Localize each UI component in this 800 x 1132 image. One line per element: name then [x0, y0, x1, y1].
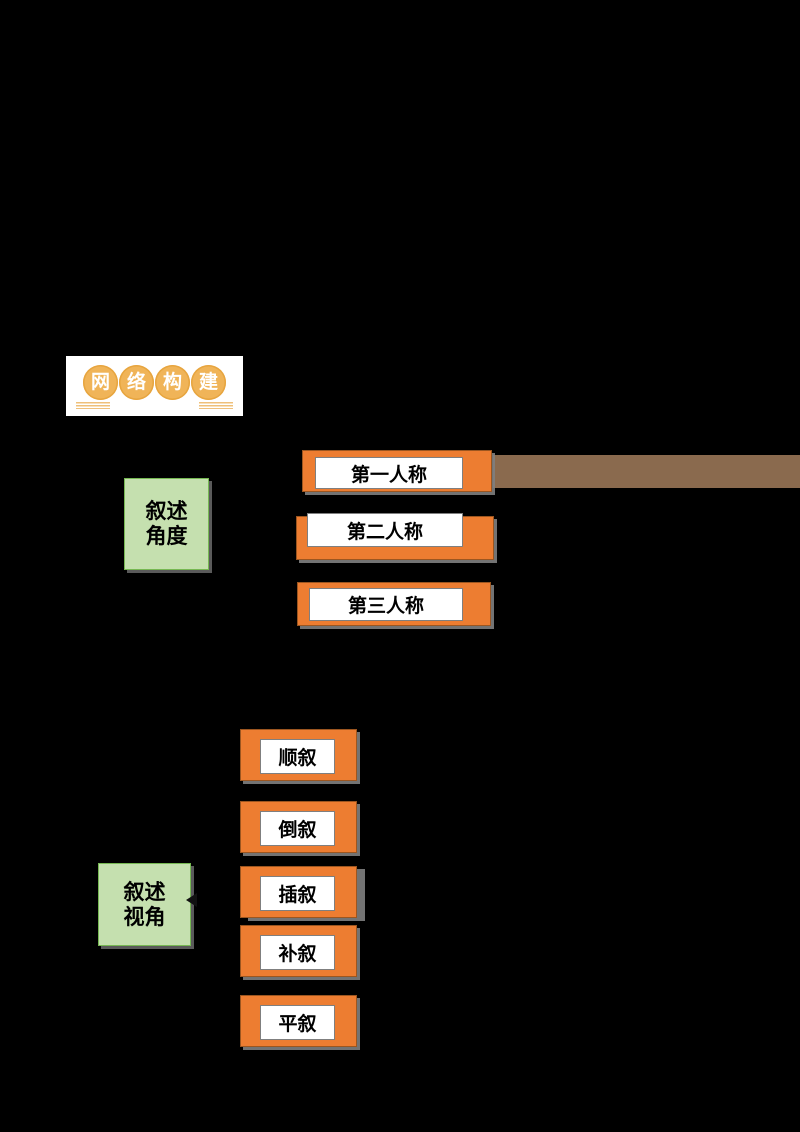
- node-label-line2: 角度: [145, 524, 188, 548]
- brown-accent-bar: [493, 455, 800, 488]
- node-shunxu[interactable]: 顺叙: [240, 729, 357, 781]
- node-label-line2: 视角: [123, 904, 166, 929]
- logo-panel: 网 络 构 建: [66, 356, 243, 416]
- node-first-person[interactable]: 第一人称: [302, 450, 492, 492]
- node-second-person-label: 第二人称: [307, 513, 463, 547]
- node-third-person[interactable]: 第三人称: [297, 582, 491, 626]
- node-buxu-label: 补叙: [260, 935, 335, 970]
- logo-rule-left: [76, 401, 110, 409]
- node-first-person-label: 第一人称: [315, 457, 463, 489]
- node-chaxu[interactable]: 插叙: [240, 866, 357, 918]
- logo-char-1: 网: [83, 364, 118, 400]
- logo-rule-decoration: [76, 401, 233, 409]
- node-daoxu-label: 倒叙: [260, 811, 335, 846]
- connector-arrow-icon: [186, 893, 197, 907]
- node-third-person-label: 第三人称: [309, 588, 463, 621]
- node-label-line1: 叙述: [123, 879, 166, 904]
- node-shunxu-label: 顺叙: [260, 739, 335, 774]
- logo-char-3: 构: [155, 364, 190, 400]
- node-pingxu-label: 平叙: [260, 1005, 335, 1040]
- node-narrative-perspective-root[interactable]: 叙述 视角: [98, 863, 191, 946]
- node-narrative-angle-root[interactable]: 叙述 角度: [124, 478, 209, 570]
- node-buxu[interactable]: 补叙: [240, 925, 357, 977]
- node-second-person[interactable]: 第二人称: [296, 513, 494, 560]
- logo-circle-group: 网 络 构 建: [83, 364, 226, 400]
- node-chaxu-label: 插叙: [260, 876, 335, 911]
- logo-char-4: 建: [191, 364, 226, 400]
- logo-rule-right: [199, 401, 233, 409]
- logo-char-2: 络: [119, 364, 154, 400]
- node-pingxu[interactable]: 平叙: [240, 995, 357, 1047]
- node-daoxu[interactable]: 倒叙: [240, 801, 357, 853]
- node-label-line1: 叙述: [145, 499, 188, 524]
